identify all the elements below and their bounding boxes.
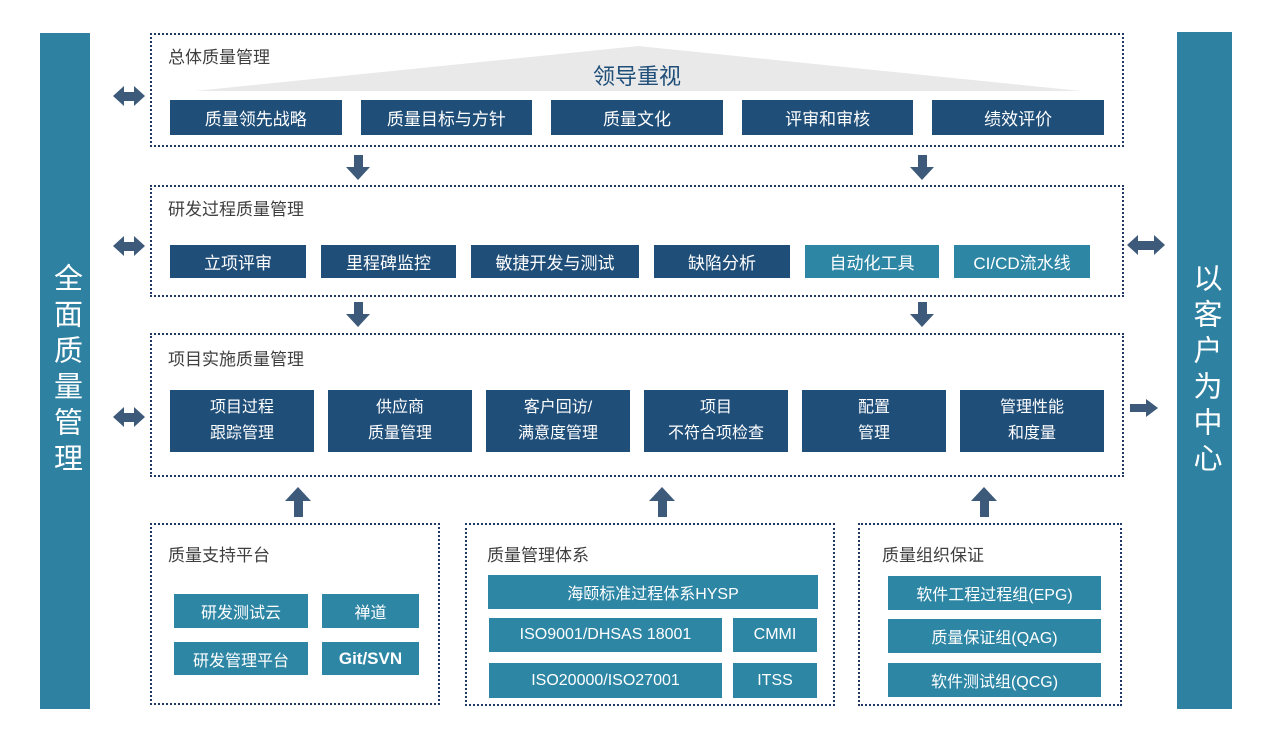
arrow-left-right-icon [113,407,145,427]
section-quality-system: 质量管理体系 海颐标准过程体系HYSP ISO9001/DHSAS 18001 … [465,523,835,706]
chip-agile-dev-testing: 敏捷开发与测试 [471,245,639,278]
arrow-left-right-icon [113,236,145,256]
chip-milestone-monitoring: 里程碑监控 [321,245,456,278]
section-overall-title: 总体质量管理 [168,48,270,67]
arrow-down-icon [346,302,370,327]
chip-zentao: 禅道 [322,594,419,628]
section-project-implementation: 项目实施质量管理 项目过程 跟踪管理 供应商 质量管理 客户回访/ 满意度管理 … [150,333,1124,477]
chip-qcg: 软件测试组(QCG) [888,663,1101,697]
chip-customer-return-visit: 客户回访/ 满意度管理 [486,390,630,452]
platform-title: 质量支持平台 [168,546,270,565]
chip-configuration-management: 配置 管理 [802,390,946,452]
organization-title: 质量组织保证 [882,546,984,565]
section-overall-quality: 总体质量管理 领导重视 质量领先战略 质量目标与方针 质量文化 评审和审核 绩效… [150,33,1124,147]
chip-hysp: 海颐标准过程体系HYSP [488,575,818,609]
chip-quality-culture: 质量文化 [551,100,723,135]
section-quality-platform: 质量支持平台 研发测试云 禅道 研发管理平台 Git/SVN [150,523,440,705]
chip-performance-evaluation: 绩效评价 [932,100,1104,135]
chip-epg: 软件工程过程组(EPG) [888,576,1101,610]
chip-rd-test-cloud: 研发测试云 [174,594,308,628]
total-quality-bar-label: 全面质量管理 [49,263,82,479]
chip-iso20000: ISO20000/ISO27001 [489,663,722,698]
total-quality-bar: 全面质量管理 [40,33,90,709]
section-rd-process: 研发过程质量管理 立项评审 里程碑监控 敏捷开发与测试 缺陷分析 自动化工具 C… [150,185,1124,297]
chip-supplier-quality: 供应商 质量管理 [328,390,472,452]
chip-qag: 质量保证组(QAG) [888,619,1101,653]
arrow-right-icon [1130,399,1158,417]
chip-cicd-pipeline: CI/CD流水线 [954,245,1090,278]
chip-nonconformance-check: 项目 不符合项检查 [644,390,788,452]
chip-review-audit: 评审和审核 [741,100,914,135]
chip-cmmi: CMMI [733,618,817,652]
arrow-left-right-icon [113,86,145,106]
customer-centric-bar-label: 以客户为中心 [1189,262,1221,479]
arrow-up-icon [971,487,997,517]
rd-buttons: 立项评审 里程碑监控 敏捷开发与测试 缺陷分析 自动化工具 CI/CD流水线 [170,245,1090,278]
chip-quality-goals-policy: 质量目标与方针 [360,100,533,135]
arrow-up-icon [285,487,311,517]
arrow-down-icon [910,155,934,180]
customer-centric-bar: 以客户为中心 [1177,32,1232,709]
chip-defect-analysis: 缺陷分析 [654,245,790,278]
arrow-down-icon [346,155,370,180]
chip-project-approval-review: 立项评审 [170,245,306,278]
overall-buttons: 质量领先战略 质量目标与方针 质量文化 评审和审核 绩效评价 [170,100,1104,135]
arrow-down-icon [910,302,934,327]
chip-performance-measurement: 管理性能 和度量 [960,390,1104,452]
section-rd-title: 研发过程质量管理 [168,200,304,219]
section-quality-organization: 质量组织保证 软件工程过程组(EPG) 质量保证组(QAG) 软件测试组(QCG… [858,523,1122,706]
chip-iso9001: ISO9001/DHSAS 18001 [489,618,722,652]
arrow-left-right-icon [1127,235,1165,255]
chip-automation-tools: 自动化工具 [805,245,939,278]
system-title: 质量管理体系 [487,546,589,565]
leadership-label: 领导重视 [592,64,681,89]
chip-project-process-tracking: 项目过程 跟踪管理 [170,390,314,452]
arrow-up-icon [649,487,675,517]
project-buttons: 项目过程 跟踪管理 供应商 质量管理 客户回访/ 满意度管理 项目 不符合项检查… [170,390,1104,452]
section-project-title: 项目实施质量管理 [168,350,304,369]
chip-git-svn: Git/SVN [322,642,419,675]
chip-itss: ITSS [733,663,817,698]
chip-rd-mgmt-platform: 研发管理平台 [174,642,308,675]
chip-quality-leading-strategy: 质量领先战略 [170,100,342,135]
